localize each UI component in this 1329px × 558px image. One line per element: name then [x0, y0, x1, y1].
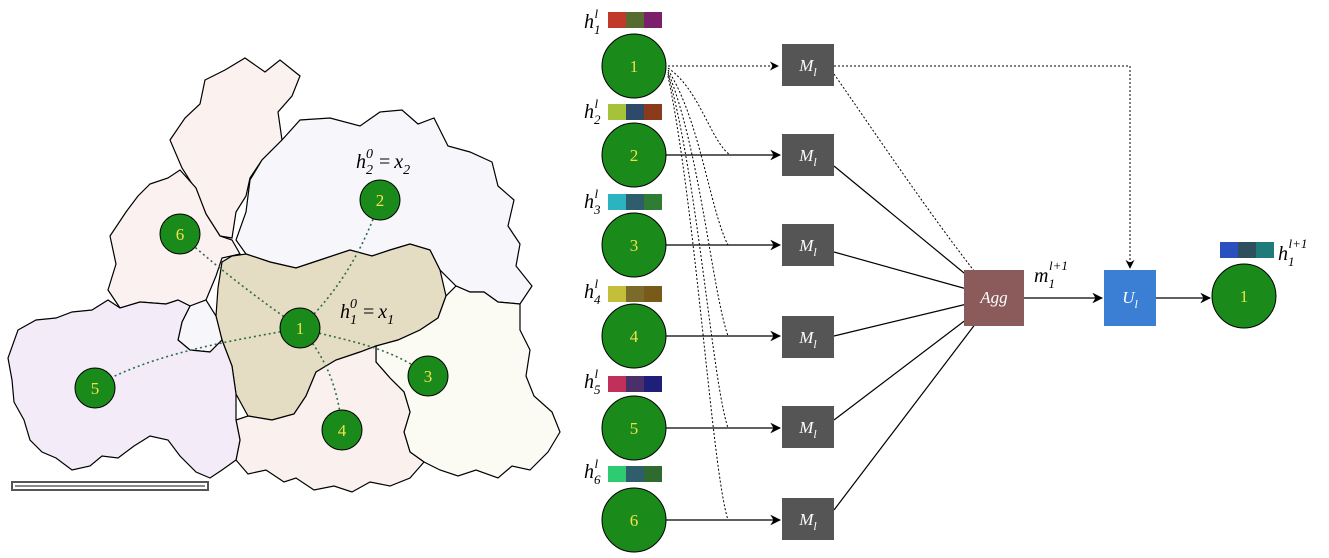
graph-node-5: 5: [74, 367, 116, 409]
update-box: Ul: [1104, 270, 1156, 326]
graph-node-6: 6: [159, 213, 201, 255]
feature-cell: [626, 376, 644, 392]
svg-text:4: 4: [630, 327, 639, 346]
feature-cell: [1220, 242, 1238, 258]
feature-cell: [608, 194, 626, 210]
input-row-2: h2l 2: [584, 96, 667, 188]
graph-node-4: 4: [321, 409, 363, 451]
feature-cell: [644, 104, 662, 120]
input-row-1: h1l 1: [584, 6, 667, 99]
svg-text:3: 3: [630, 236, 639, 255]
h-label-5: h5l: [584, 366, 601, 397]
feature-cell: [1238, 242, 1256, 258]
output-feature-vector: [1220, 242, 1274, 258]
feature-cell: [626, 104, 644, 120]
svg-text:Ml: Ml: [798, 236, 817, 259]
svg-text:1: 1: [630, 57, 639, 76]
svg-text:1: 1: [296, 319, 305, 338]
feature-cell: [608, 12, 626, 28]
feature-vector-1: [608, 12, 662, 28]
feature-vector-6: [608, 466, 662, 482]
input-row-5: h5l 5: [584, 366, 667, 461]
feature-vector-2: [608, 104, 662, 120]
h-label-3: h3l: [584, 186, 601, 217]
input-row-3: h3l 3: [584, 186, 667, 278]
graph-node-3: 3: [407, 355, 449, 397]
annotation-h1-0: h10=x1: [340, 297, 394, 328]
feature-cell: [608, 104, 626, 120]
feature-cell: [644, 194, 662, 210]
svg-text:Ml: Ml: [798, 418, 817, 441]
pipeline: h1l 1 h2l 2 h3l: [584, 6, 1307, 553]
svg-text:Ml: Ml: [798, 56, 817, 79]
message-output-label: m1l+1: [1034, 258, 1068, 291]
feature-cell: [644, 466, 662, 482]
svg-text:3: 3: [424, 367, 433, 386]
svg-text:Ul: Ul: [1122, 288, 1138, 311]
message-box-3: Ml: [782, 224, 834, 266]
svg-text:Ml: Ml: [798, 510, 817, 533]
input-node-1: [601, 33, 667, 99]
region-west: [7, 299, 241, 479]
feature-cell: [644, 376, 662, 392]
svg-text:5: 5: [630, 419, 639, 438]
feature-cell: [608, 286, 626, 302]
graph-node-2: 2: [359, 179, 401, 221]
input-row-4: h4l 4: [584, 276, 667, 369]
svg-text:2: 2: [376, 191, 385, 210]
message-box-2: Ml: [782, 134, 834, 176]
aggregate-box: Agg: [964, 270, 1024, 326]
h-label-4: h4l: [584, 276, 601, 307]
feature-cell: [626, 194, 644, 210]
h-label-1: h1l: [584, 6, 601, 37]
region-north: [169, 57, 301, 239]
feature-cell: [644, 12, 662, 28]
output-node: h1l+1 1: [1211, 236, 1307, 329]
annotation-h2-0: h20=x2: [356, 147, 410, 178]
graph-nodes: 1 2 3 4 5 6: [74, 179, 449, 451]
feature-vector-5: [608, 376, 662, 392]
dotted-connections: [667, 61, 1135, 521]
feature-vector-4: [608, 286, 662, 302]
message-box-1: Ml: [782, 44, 834, 86]
svg-text:1: 1: [1240, 287, 1249, 306]
edge-1-5: [94, 327, 301, 387]
message-box-4: Ml: [782, 316, 834, 358]
svg-text:2: 2: [630, 146, 639, 165]
feature-cell: [608, 466, 626, 482]
feature-vector-3: [608, 194, 662, 210]
solid-connections: [666, 149, 1212, 526]
svg-text:6: 6: [176, 225, 185, 244]
feature-cell: [1256, 242, 1274, 258]
feature-cell: [644, 286, 662, 302]
svg-text:5: 5: [91, 379, 100, 398]
h-label-2: h2l: [584, 96, 601, 127]
h-label-6: h6l: [584, 456, 601, 487]
feature-cell: [608, 376, 626, 392]
feature-cell: [626, 286, 644, 302]
svg-text:Agg: Agg: [979, 288, 1007, 307]
message-box-5: Ml: [782, 406, 834, 448]
graph-node-1: 1: [279, 307, 321, 349]
feature-cell: [626, 466, 644, 482]
svg-text:Ml: Ml: [798, 146, 817, 169]
output-h-label: h1l+1: [1278, 236, 1307, 269]
region-map: [7, 57, 561, 493]
input-row-6: h6l 6: [584, 456, 667, 553]
svg-text:Ml: Ml: [798, 328, 817, 351]
message-box-6: Ml: [782, 498, 834, 540]
edge-1-2: [299, 199, 381, 329]
feature-cell: [626, 12, 644, 28]
svg-text:6: 6: [630, 511, 639, 530]
svg-text:4: 4: [338, 421, 347, 440]
